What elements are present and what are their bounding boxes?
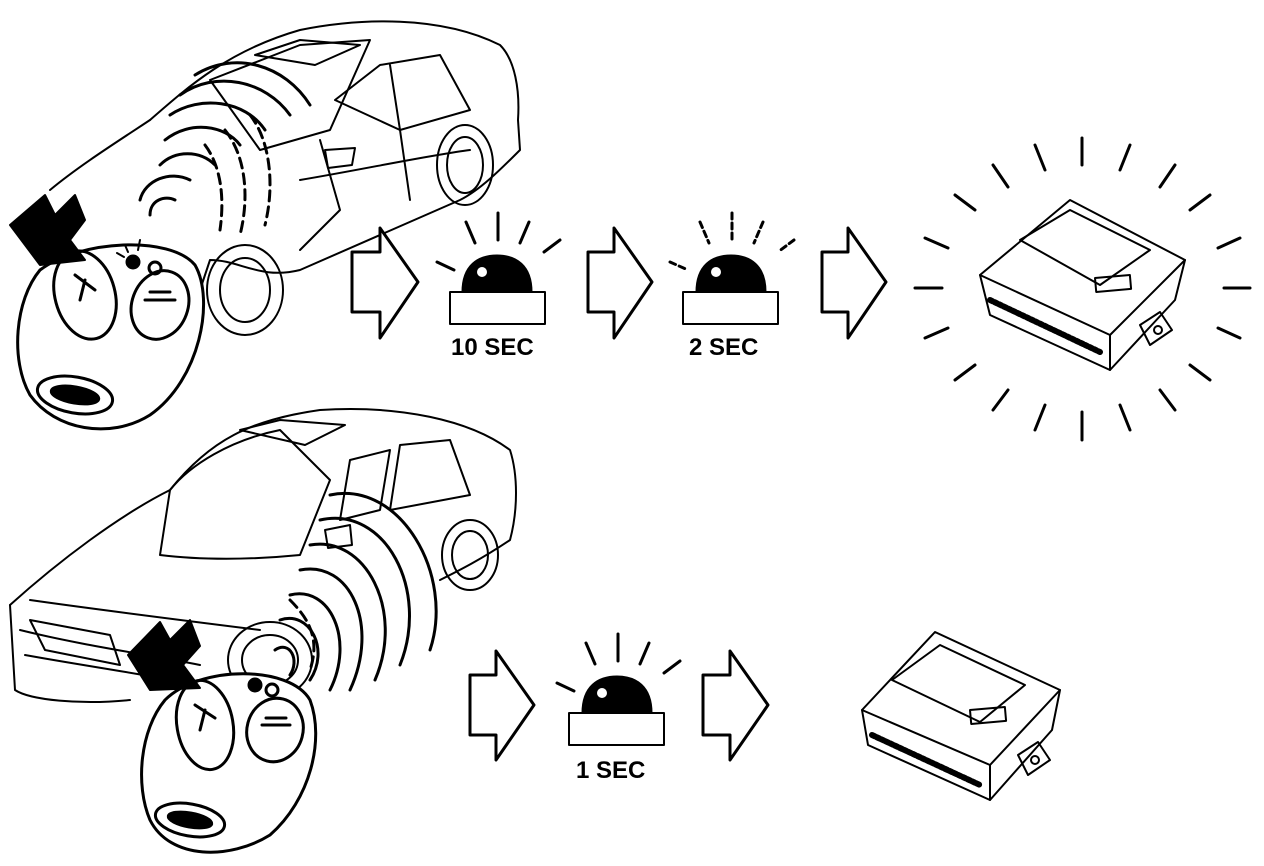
control-module-active	[980, 200, 1185, 370]
flow-arrow-3	[822, 228, 886, 338]
duration-label-1sec: 1 SEC	[576, 757, 646, 784]
control-module-idle	[862, 632, 1060, 800]
indicator-lamp-10sec	[437, 213, 560, 324]
flow-arrow-1	[352, 228, 418, 338]
signal-waves-top	[140, 63, 310, 235]
indicator-lamp-1sec	[557, 634, 680, 745]
duration-label-2sec: 2 SEC	[689, 334, 759, 361]
car-bottom	[10, 409, 516, 702]
key-fob-bottom	[142, 674, 316, 852]
module-glow-rays	[915, 138, 1250, 440]
indicator-lamp-2sec	[670, 213, 794, 324]
flow-arrow-4	[470, 651, 534, 760]
car-top	[50, 21, 520, 335]
duration-label-10sec: 10 SEC	[451, 334, 534, 361]
key-fob-top	[18, 240, 204, 429]
pointer-arrow-bottom	[128, 620, 200, 690]
pointer-arrow-top	[10, 195, 85, 265]
signal-waves-bottom	[275, 493, 436, 690]
flow-arrow-5	[703, 651, 768, 760]
flow-arrow-2	[588, 228, 652, 338]
